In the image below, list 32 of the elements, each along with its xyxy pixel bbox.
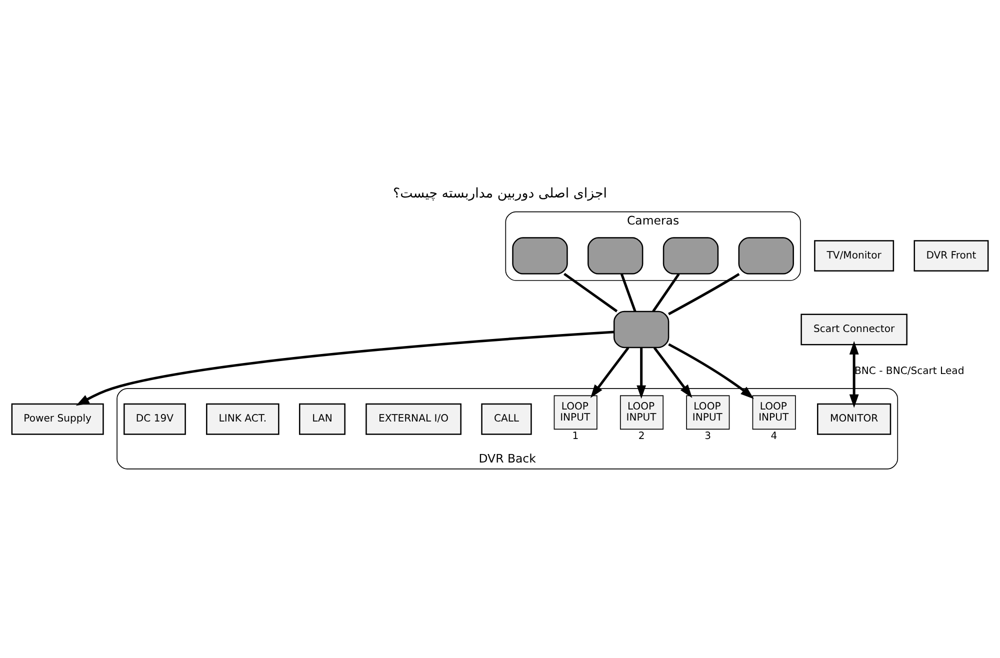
node-box: DVR Front bbox=[914, 240, 989, 271]
arrow bbox=[636, 347, 646, 398]
arrow bbox=[668, 342, 754, 398]
node-box bbox=[662, 236, 719, 274]
node-label: 1 bbox=[572, 430, 579, 442]
node-box: Scart Connector bbox=[800, 313, 908, 345]
node-box: LAN bbox=[299, 402, 346, 434]
node-box: Power Supply bbox=[11, 402, 104, 434]
node-label: 2 bbox=[638, 430, 645, 442]
node-box: DC 19V bbox=[124, 402, 186, 434]
connector bbox=[652, 272, 680, 312]
node-box: LINK ACT. bbox=[206, 402, 280, 434]
node-box bbox=[738, 236, 794, 274]
arrow bbox=[849, 340, 859, 408]
diagram-title: اجزای اصلی دوربین مداربسته چیست؟ bbox=[393, 186, 607, 201]
arrow bbox=[590, 346, 630, 398]
node-label: 4 bbox=[770, 430, 778, 442]
node-box: MONITOR bbox=[817, 402, 892, 434]
node-label: 3 bbox=[704, 430, 711, 442]
node-box bbox=[613, 310, 670, 348]
node-box: CALL bbox=[481, 402, 532, 434]
node-box bbox=[512, 236, 568, 274]
edge-label: BNC - BNC/Scart Lead bbox=[854, 365, 964, 376]
node-box: TV/Monitor bbox=[814, 240, 894, 271]
connector bbox=[668, 272, 740, 315]
arrow bbox=[653, 346, 692, 398]
connector bbox=[620, 273, 636, 312]
connector bbox=[564, 272, 618, 312]
arrow bbox=[76, 330, 614, 406]
node-box bbox=[588, 236, 644, 274]
cluster: Cameras bbox=[505, 210, 801, 280]
node-box: EXTERNAL I/O bbox=[366, 402, 462, 434]
